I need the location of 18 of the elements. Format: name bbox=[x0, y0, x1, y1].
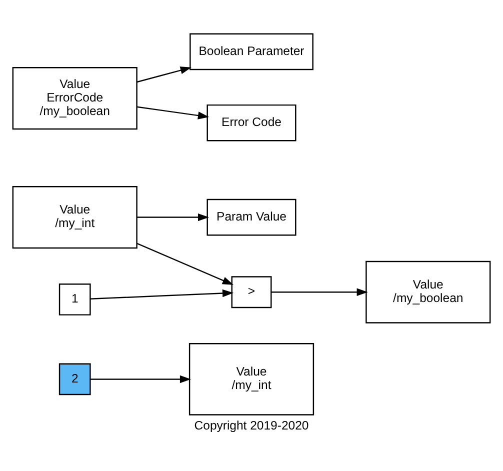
node-box: Error Code bbox=[206, 104, 296, 141]
node-box: 2 bbox=[58, 362, 91, 395]
arrow bbox=[136, 242, 234, 284]
node-box: Param Value bbox=[206, 198, 296, 236]
node-box: Value /my_int bbox=[188, 342, 314, 415]
arrow bbox=[137, 212, 210, 221]
arrow bbox=[90, 374, 191, 383]
node-box: Value /my_boolean bbox=[366, 260, 491, 323]
arrow bbox=[271, 288, 368, 296]
node-box: Value /my_int bbox=[12, 186, 138, 248]
node-box: 1 bbox=[58, 283, 91, 315]
arrow bbox=[136, 106, 210, 119]
arrow bbox=[136, 66, 192, 82]
arrow bbox=[90, 288, 234, 299]
node-box: Boolean Parameter bbox=[190, 32, 314, 70]
node-box: > bbox=[231, 276, 272, 308]
caption: Copyright 2019-2020 bbox=[194, 418, 309, 432]
node-box: Value ErrorCode /my_boolean bbox=[12, 66, 138, 130]
